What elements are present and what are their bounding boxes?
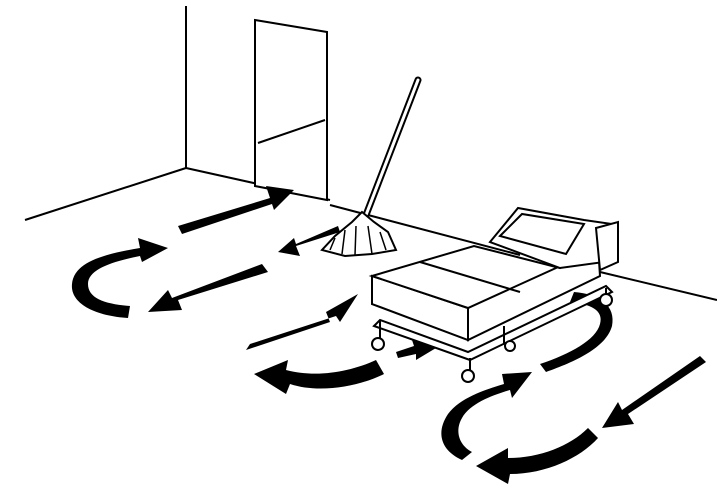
- left-floor-edge: [24, 167, 187, 221]
- mop-icon: [320, 76, 422, 258]
- door-icon: [254, 18, 328, 202]
- floor-path-arrow-icon: [246, 294, 358, 350]
- floor-path-arrow-icon: [602, 356, 706, 428]
- door-frame: [254, 18, 328, 202]
- floor-path-arrow-icon: [441, 372, 532, 460]
- back-floor-edge-3: [599, 271, 717, 301]
- bed-side-rail: [594, 220, 619, 272]
- mop-head: [320, 210, 398, 258]
- bed-wheel: [461, 369, 475, 383]
- floor-path-arrow-icon: [254, 360, 384, 394]
- floor-path-arrow-icon: [178, 186, 294, 234]
- floor-path-arrow-icon: [540, 292, 613, 372]
- bed-wheel: [599, 293, 613, 307]
- bed-wheel: [371, 337, 385, 351]
- mop-handle-inner: [364, 78, 420, 217]
- floor-path-arrow-icon: [278, 226, 340, 256]
- floor-path-arrow-icon: [71, 238, 168, 318]
- hospital-bed-icon: [368, 206, 620, 383]
- bed-headrest-inner: [498, 212, 586, 256]
- door-panel-line: [257, 119, 326, 144]
- bed-wheel: [504, 340, 516, 352]
- bed-sheet-fold: [419, 261, 521, 293]
- floor-path-arrows: [71, 186, 706, 484]
- floor-path-arrow-icon: [476, 428, 598, 484]
- mop-strands: [329, 225, 387, 256]
- floor-path-arrow-icon: [148, 264, 268, 312]
